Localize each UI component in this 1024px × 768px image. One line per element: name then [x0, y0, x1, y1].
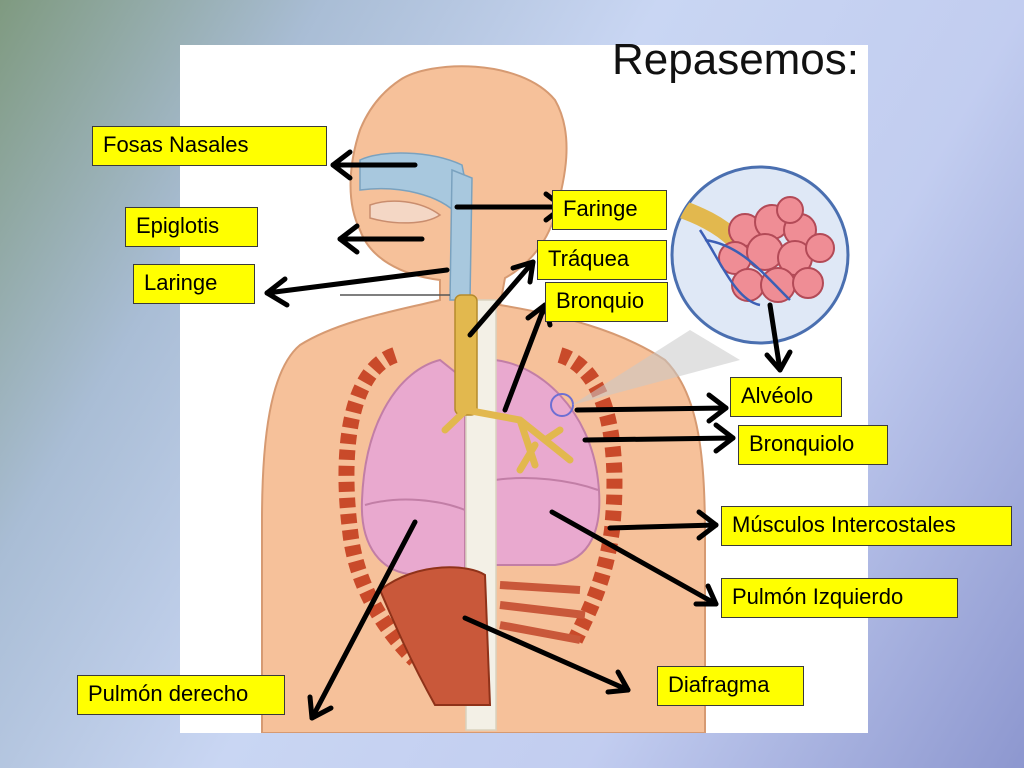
arrow-alveolo-zoom — [764, 302, 793, 373]
right-lung — [360, 358, 466, 576]
ribcage-left — [338, 347, 421, 666]
alveolus-highlight — [550, 393, 574, 417]
mouth-shape — [369, 200, 442, 224]
label-bronquio: Bronquio — [545, 282, 668, 322]
trachea-shape — [454, 294, 478, 416]
lung-lobe-line-2 — [494, 477, 599, 491]
arrow-diafragma — [462, 615, 631, 695]
label-faringe: Faringe — [552, 190, 667, 230]
lower-ribs — [499, 581, 586, 644]
arrow-laringe — [264, 267, 450, 308]
label-fosas-nasales: Fosas Nasales — [92, 126, 327, 166]
left-lung — [494, 358, 601, 566]
lung-lobe-line — [364, 498, 466, 511]
label-epiglotis: Epiglotis — [125, 207, 258, 247]
arrow-epiglotis — [337, 223, 425, 255]
zoom-wedge — [572, 330, 740, 405]
label-traquea: Tráquea — [537, 240, 667, 280]
diaphragm-muscle — [378, 566, 492, 706]
label-diafragma: Diafragma — [657, 666, 804, 706]
arrow-traquea — [467, 259, 536, 338]
arrow-pulmon-izquierdo — [549, 509, 719, 607]
label-bronquiolo: Bronquiolo — [738, 425, 888, 465]
label-pulmon-derecho: Pulmón derecho — [77, 675, 285, 715]
alveoli-cluster — [718, 196, 835, 303]
bronchi-shape — [441, 406, 574, 474]
arrow-musculos — [607, 509, 719, 541]
arrow-alveolo — [574, 392, 729, 424]
slide-title: Repasemos: — [612, 35, 860, 84]
pharynx-shape — [449, 168, 473, 301]
arrow-pulmon-derecho — [307, 519, 418, 721]
label-pulmon-izquierdo: Pulmón Izquierdo — [721, 578, 958, 618]
capillaries — [698, 229, 791, 307]
label-musculos-intercostales: Músculos Intercostales — [721, 506, 1012, 546]
arrow-fosas-nasales — [330, 149, 418, 181]
label-alveolo: Alvéolo — [730, 377, 842, 417]
ribcage-right — [557, 347, 623, 644]
label-laringe: Laringe — [133, 264, 255, 304]
arrow-bronquiolo — [582, 422, 736, 454]
